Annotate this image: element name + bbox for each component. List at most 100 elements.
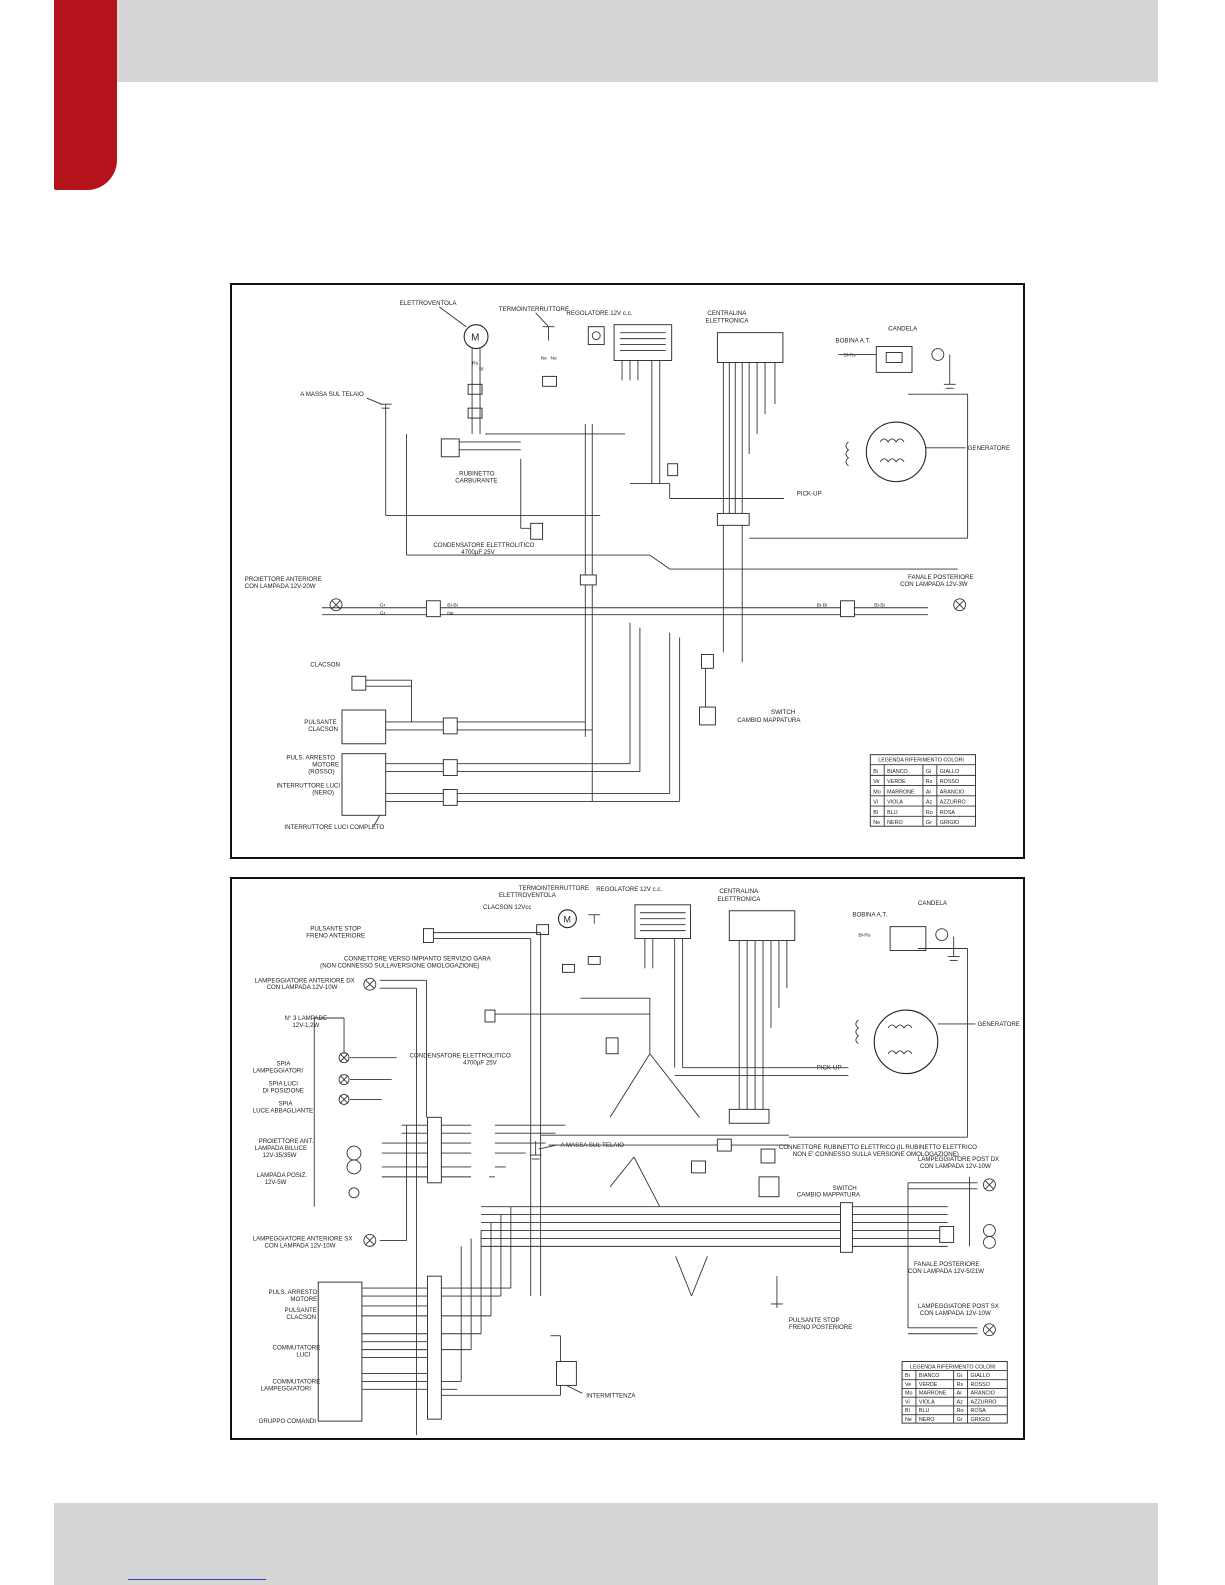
front-brake-connector <box>423 928 434 943</box>
legend-cell: AZZURRO <box>940 800 966 806</box>
ecu-body <box>716 332 784 363</box>
pickup-label: PICK-UP <box>817 1065 842 1072</box>
spark-plug-label: CANDELA <box>918 900 948 907</box>
headlight-label-2: CON LAMPADA 12V-20W <box>245 583 316 590</box>
rear-left-indicator-label: LAMPEGGIATORE POST SX <box>918 1303 999 1310</box>
indicator-commutator-label-2: LAMPEGGIATORI <box>261 1385 312 1392</box>
light-commutator-label: COMMUTATORE <box>273 1345 321 1352</box>
map-switch-label-2: CAMBIO MAPPATURA <box>797 1192 861 1199</box>
fuel-tap-label-2: CARBURANTE <box>455 478 497 485</box>
fan-motor-icon <box>463 324 489 350</box>
legend-cell: Ro <box>957 1408 964 1414</box>
headlight-label: PROIETTORE ANT. <box>259 1138 314 1145</box>
chapter-tab <box>54 0 117 190</box>
legend-cell: NERO <box>887 820 902 826</box>
ecu-label-2: ELETTRONICA <box>717 896 761 903</box>
light-commutator-label-2: LUCI <box>296 1352 310 1359</box>
generator-icon <box>865 421 927 483</box>
coil-label: BOBINA A.T. <box>836 338 871 345</box>
wire-code: Ne <box>551 355 558 361</box>
legend-cell: VIOLA <box>919 1399 935 1405</box>
horn-button-label: PULSANTE <box>284 1307 316 1314</box>
legend-cell: GIALLO <box>971 1373 990 1379</box>
fan-motor-icon <box>557 909 577 929</box>
map-switch <box>699 706 716 726</box>
headlight-lamp-icon <box>346 1145 362 1161</box>
regulator-body <box>634 904 691 940</box>
legend-cell: Gr <box>957 1417 963 1423</box>
legend-title: LEGENDA RIFERIMENTO COLORI <box>910 1364 996 1370</box>
wiring-diagram-1-svg: M ELETTROVENTOLA TERMOINTERRUTTORE Ne Ne… <box>245 300 1010 831</box>
ecu-label-2: ELETTRONICA <box>705 318 749 325</box>
wire-code: Bi-Bi <box>817 603 827 609</box>
legend-cell: Bl <box>905 1408 910 1414</box>
map-switch-label-2: CAMBIO MAPPATURA <box>737 717 801 724</box>
position-lamp-label-2: 12V-5W <box>265 1179 287 1186</box>
three-lamps-label: N° 3 LAMPADE <box>284 1015 327 1022</box>
taillight-label-2: CON LAMPADA 12V-3W <box>900 581 968 588</box>
headlight-label-3: 12V-35/35W <box>263 1152 297 1159</box>
map-switch-label: SWITCH <box>771 709 795 716</box>
fan-connector <box>467 383 483 395</box>
lights-switch-label-2: (NERO) <box>312 789 334 796</box>
rear-right-indicator-label-2: CON LAMPADA 12V-10W <box>920 1163 991 1170</box>
capacitor-label: CONDENSATORE ELETTROLITICO <box>410 1053 511 1060</box>
high-beam-warning-label-2: LUCE ABBAGLIANTE <box>253 1107 313 1114</box>
spark-plug-label: CANDELA <box>888 326 918 333</box>
headlight-label: PROIETTORE ANTERIORE <box>245 576 322 583</box>
legend-cell: Ar <box>926 789 932 795</box>
legend-cell: GRIGIO <box>971 1417 990 1423</box>
regulator-label: REGOLATORE 12V c.c. <box>566 310 632 317</box>
front-left-indicator-icon <box>363 1234 377 1247</box>
headlight-label-2: LAMPADA BILUCE <box>255 1145 307 1152</box>
spark-plug-icon <box>935 928 949 942</box>
legend-cell: ARANCIO <box>971 1391 995 1397</box>
pickup-coil <box>845 441 850 467</box>
rear-right-indicator-label: LAMPEGGIATORE POST DX <box>918 1156 999 1163</box>
legend-cell: Ve <box>905 1382 911 1388</box>
generator-label: GENERATORE <box>977 1021 1019 1028</box>
footer-link-underline[interactable] <box>128 1579 266 1580</box>
regulator-body <box>613 324 673 361</box>
legend-cell: ROSA <box>971 1408 987 1414</box>
legend-cell: Ro <box>926 810 933 816</box>
legend-cell: Vi <box>905 1399 910 1405</box>
spark-plug-icon <box>931 348 945 361</box>
legend-cell: VIOLA <box>887 800 903 806</box>
race-connector-label: CONNETTORE VERSO IMPIANTO SERVIZIO GARA <box>344 955 492 962</box>
position-warning-label: SPIA LUCI <box>269 1081 299 1088</box>
horn-label: CLACSON <box>310 661 340 668</box>
fan-connector-2 <box>467 407 483 419</box>
legend-cell: Bl <box>873 810 878 816</box>
legend-title: LEGENDA RIFERIMENTO COLORI <box>878 758 964 764</box>
pickup-coil <box>855 1019 860 1045</box>
kill-switch-label-2: MOTORE <box>312 762 339 769</box>
front-brake-label: PULSANTE STOP <box>310 926 361 933</box>
three-lamps-label-2: 12V-1,2W <box>292 1022 319 1029</box>
control-group-label: GRUPPO COMANDI <box>259 1418 317 1425</box>
legend-cell: ROSSO <box>971 1382 990 1388</box>
legend-cell: Gr <box>926 820 932 826</box>
legend-cell: GRIGIO <box>940 820 959 826</box>
flasher-label: INTERMITTENZA <box>586 1392 636 1399</box>
legend-cell: Mo <box>905 1391 912 1397</box>
main-connector-rear <box>840 1202 853 1253</box>
thermo-switch-label: TERMOINTERRUTTORE <box>519 885 589 892</box>
taillight-label-2: CON LAMPADA 12V-5/21W <box>908 1268 984 1275</box>
legend-cell: VERDE <box>887 779 906 785</box>
position-lamp-icon <box>348 1187 360 1199</box>
front-right-indicator-label: LAMPEGGIATORE ANTERIORE DX <box>255 977 355 984</box>
legend-cell: MARRONE <box>887 789 915 795</box>
fuel-connector-label: CONNETTORE RUBINETTO ELETTRICO (IL RUBIN… <box>779 1144 977 1151</box>
wire-code: Ne <box>541 355 548 361</box>
horn-button-label: PULSANTE <box>304 719 336 726</box>
headlight-lamp-icon <box>329 598 343 612</box>
indicator-warning-label: SPIA <box>277 1061 292 1068</box>
front-brake-label-2: FRENO ANTERIORE <box>306 933 365 940</box>
wire-code: Rs <box>472 360 479 366</box>
front-right-indicator-label-2: CON LAMPADA 12V-10W <box>267 984 338 991</box>
wire-code: Bl <box>479 366 483 372</box>
rear-left-indicator-label-2: CON LAMPADA 12V-10W <box>920 1310 991 1317</box>
wire-code: Gr <box>380 611 386 617</box>
flasher-relay <box>556 1361 577 1386</box>
